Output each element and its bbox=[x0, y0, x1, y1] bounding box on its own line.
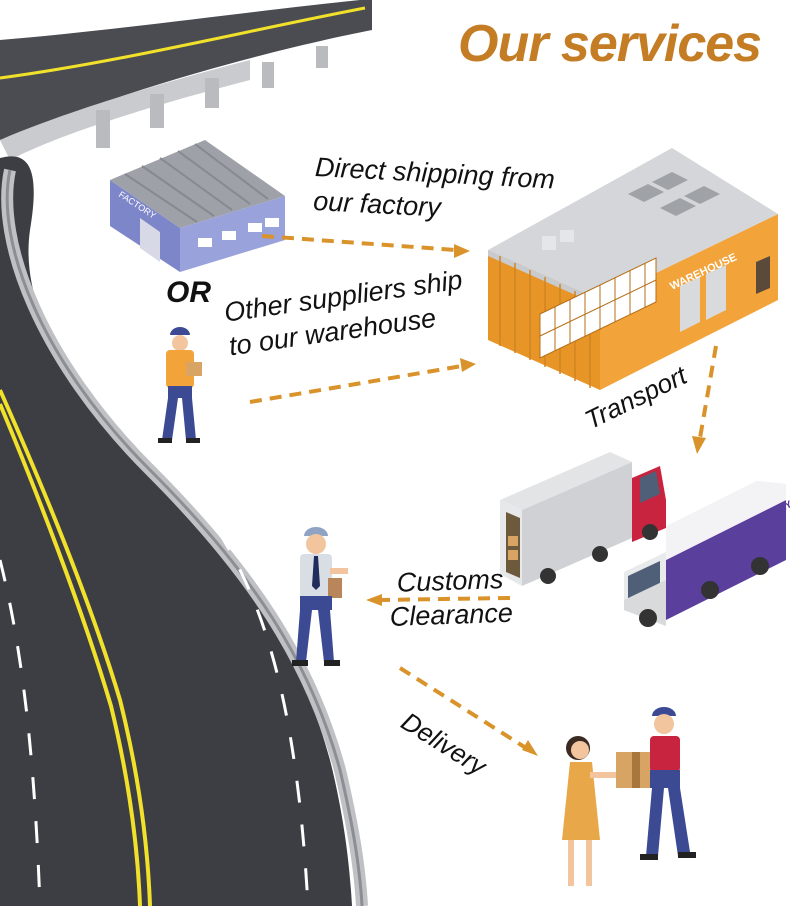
direct-shipping-label: Direct shipping from our factory bbox=[312, 150, 555, 230]
customs-clearance-label: Customs Clearance bbox=[388, 562, 513, 634]
page-title: Our services bbox=[458, 14, 761, 74]
customs-line-2: Clearance bbox=[389, 596, 513, 634]
or-label: OR bbox=[166, 276, 211, 310]
customs-line-1: Customs bbox=[388, 562, 512, 600]
